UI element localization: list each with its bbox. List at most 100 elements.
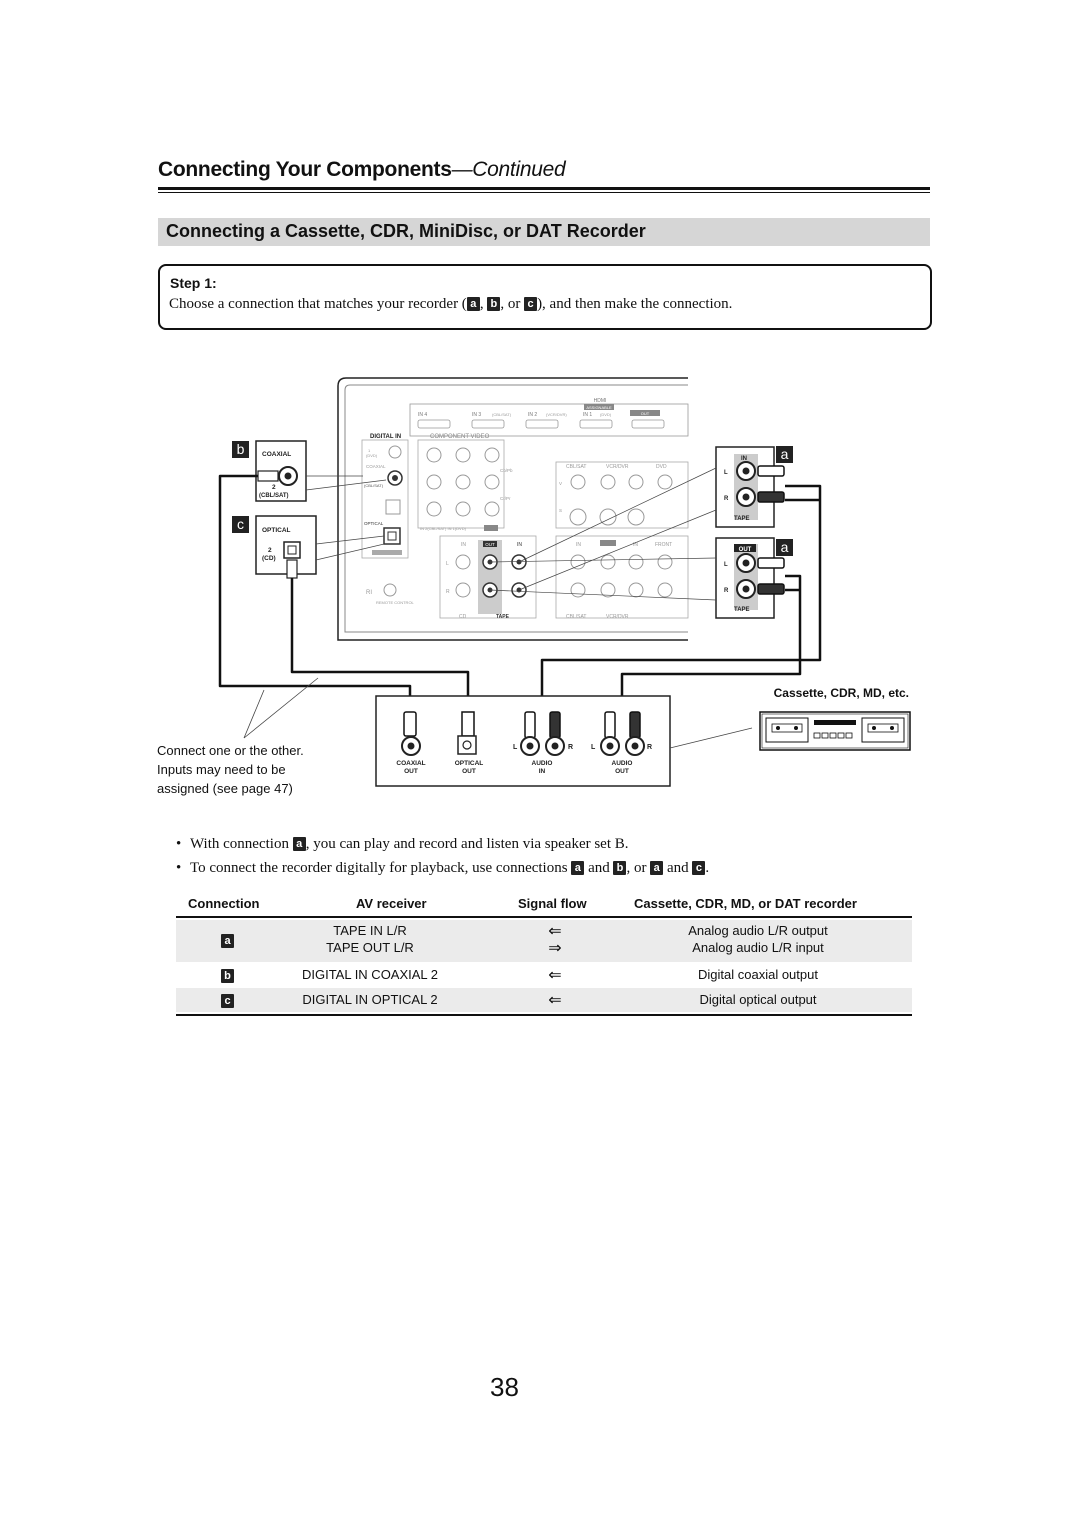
step-text-before: Choose a connection that matches your re…: [169, 296, 467, 312]
table-tag-c: c: [221, 994, 234, 1008]
hdmi-in3-sub: (CBL/SAT): [492, 412, 512, 417]
row-a-av2: TAPE OUT L/R: [326, 940, 414, 955]
video-in-1: IN: [576, 542, 581, 548]
note-1-after: , you can play and record and listen via…: [305, 836, 629, 852]
tape-out-r: R: [724, 588, 729, 594]
tape-in-label: IN: [741, 456, 747, 462]
row-c-flow1: ⇐: [548, 992, 562, 1009]
step-text: Choose a connection that matches your re…: [169, 296, 732, 313]
step-sep: ,: [479, 296, 488, 312]
component-video-label: COMPONENT VIDEO: [430, 434, 490, 440]
ri-label: RI: [366, 590, 372, 596]
step-label: Step 1:: [170, 275, 217, 291]
vcr-dvr-label: VCR/DVR: [606, 464, 629, 470]
digital-coax-1: 1: [368, 448, 371, 453]
rec-audio-in-r: R: [568, 744, 573, 751]
hdmi-in1-sub: (DVD): [600, 412, 612, 417]
digital-optical-label: OPTICAL: [364, 521, 384, 526]
tag-c: c: [524, 297, 538, 311]
digital-dvd-label: (DVD): [366, 453, 378, 458]
rec-audio-in-l: L: [513, 744, 518, 751]
connection-diagram: HDMI ASSIGNABLE IN 4 IN 3 (CBL/SAT) IN 2…: [157, 377, 911, 796]
callout-a-in-text: a: [781, 446, 789, 462]
coaxial-callout-label: COAXIAL: [262, 451, 291, 458]
tape-in-small: IN: [517, 542, 522, 548]
coaxial-callout-sub: (CBL/SAT): [259, 493, 289, 499]
tape-out-label: OUT: [739, 547, 752, 553]
coaxial-callout-2: 2: [272, 484, 276, 491]
cables: [218, 474, 822, 712]
note-1-before: With connection: [190, 836, 293, 852]
tape-out-l: L: [724, 562, 728, 568]
rec-audio-out-1: AUDIO: [612, 760, 633, 767]
digital-cbl-sat: (CBL/SAT): [364, 483, 384, 488]
tape-in-l: L: [724, 470, 728, 476]
row-b-rec1: Digital coaxial output: [698, 967, 818, 982]
optical-callout-label: OPTICAL: [262, 527, 291, 534]
rec-audio-out-r: R: [647, 744, 652, 751]
tag-c: c: [692, 861, 706, 875]
receiver-rear-panel: HDMI ASSIGNABLE IN 4 IN 3 (CBL/SAT) IN 2…: [337, 377, 775, 641]
cd-in-label: IN: [461, 542, 466, 548]
tag-a: a: [650, 861, 664, 875]
cbl-sat-bottom: CBL/SAT: [566, 614, 586, 620]
optical-callout-2: 2: [268, 547, 272, 554]
callout-b: [232, 441, 249, 458]
row-a-rec1: Analog audio L/R output: [688, 923, 828, 938]
step-text-after: ), and then make the connection.: [537, 296, 733, 312]
note-2-end: .: [705, 860, 710, 876]
row-a-rec2: Analog audio L/R input: [692, 940, 824, 955]
table-row: [176, 920, 912, 962]
hdmi-in3: IN 3: [472, 412, 481, 418]
callout-a-out-text: a: [781, 539, 789, 555]
vcr-dvr-bottom: VCR/DVR: [606, 614, 629, 620]
row-a-flow1: ⇐: [548, 923, 562, 940]
tape-out-small: OUT: [485, 542, 495, 547]
tape-in-r: R: [724, 496, 729, 502]
section-title: Connecting a Cassette, CDR, MiniDisc, or…: [166, 221, 646, 241]
header-continued: —Continued: [451, 158, 566, 181]
recorder-title: Cassette, CDR, MD, etc.: [774, 686, 909, 700]
callout-c: [232, 516, 249, 533]
row-b-flow1: ⇐: [548, 967, 562, 984]
component-in-row: IN 2(CBL/SAT) IN 1(DVD): [420, 526, 467, 531]
tape-label-small: TAPE: [496, 614, 510, 620]
row-c-av1: DIGITAL IN OPTICAL 2: [302, 992, 438, 1007]
tag-a: a: [571, 861, 585, 875]
diagram-note-line1: Connect one or the other.: [157, 743, 304, 758]
page-header: Connecting Your Components—Continued: [158, 158, 566, 182]
digital-coaxial-label: COAXIAL: [366, 464, 386, 469]
row-c-rec1: Digital optical output: [699, 992, 817, 1007]
cr-pr-label: Cr/Pr: [500, 496, 511, 501]
cassette-deck-icon: [759, 711, 911, 751]
rec-audio-out-l: L: [591, 744, 596, 751]
note-2-or: , or: [626, 860, 651, 876]
optical-callout-sub: (CD): [262, 555, 276, 562]
diagram-note-line2: Inputs may need to be: [157, 762, 286, 777]
remote-control-label: REMOTE CONTROL: [376, 600, 415, 605]
callout-c-text: c: [237, 516, 244, 532]
hdmi-in4: IN 4: [418, 412, 427, 418]
table-tag-b: b: [221, 969, 234, 983]
cbl-sat-label: CBL/SAT: [566, 464, 586, 470]
front-label: FRONT: [655, 542, 672, 548]
th-recorder: Cassette, CDR, MD, or DAT recorder: [634, 896, 857, 911]
callout-a-in: [776, 446, 793, 463]
tag-a: a: [466, 297, 480, 311]
rec-audio-out-2: OUT: [615, 768, 629, 775]
note-2-and: and: [584, 860, 614, 876]
rec-coaxial-out-1: COAXIAL: [396, 760, 425, 767]
step-sep: , or: [500, 296, 525, 312]
hdmi-in2-sub: (VCR/DVR): [546, 412, 567, 417]
hdmi-assignable: ASSIGNABLE: [586, 405, 612, 410]
rec-audio-in-2: IN: [539, 768, 546, 775]
cb-pb-label: Cb/Pb: [500, 468, 513, 473]
cd-label: CD: [459, 614, 467, 620]
row-a-av1: TAPE IN L/R: [333, 923, 407, 938]
rec-coaxial-out-2: OUT: [404, 768, 418, 775]
note-2: • To connect the recorder digitally for …: [176, 860, 710, 877]
tape-in-tape: TAPE: [734, 516, 750, 522]
table-bottom-rule: [176, 1014, 912, 1016]
hdmi-title: HDMI: [594, 398, 607, 404]
th-connection: Connection: [188, 896, 260, 911]
